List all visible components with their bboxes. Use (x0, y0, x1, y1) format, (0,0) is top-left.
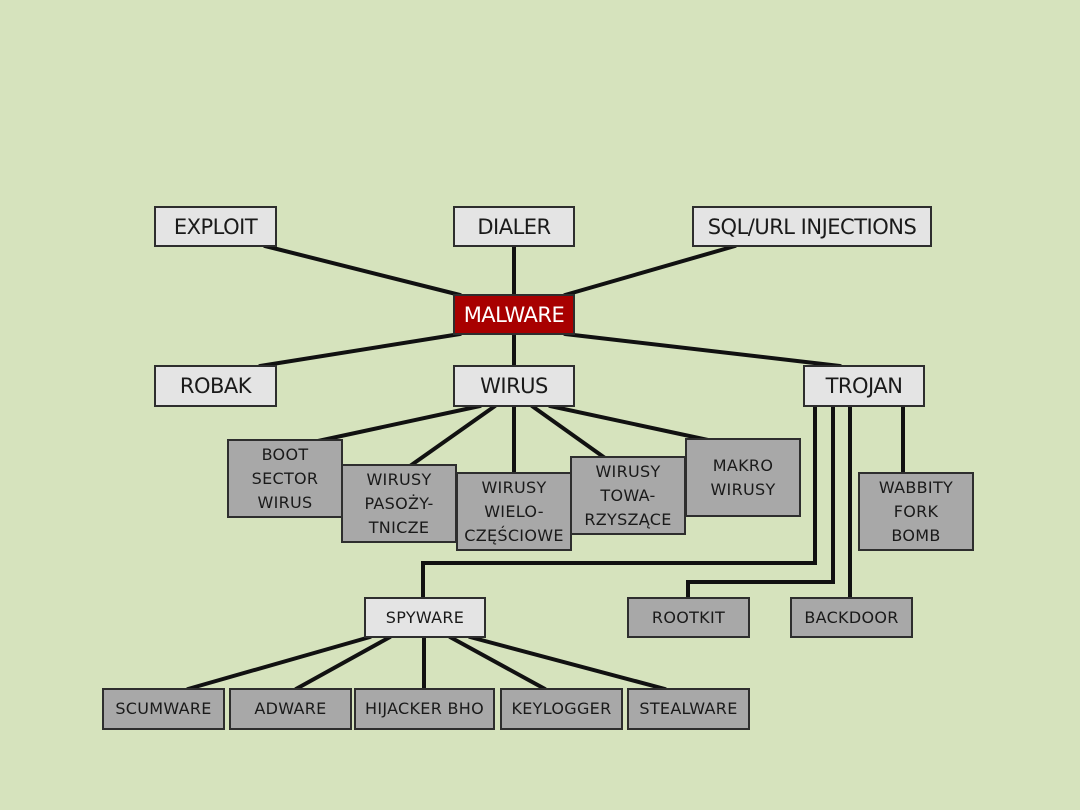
node-label: KEYLOGGER (511, 699, 612, 718)
node-label: WABBITY FORK BOMB (878, 477, 954, 545)
node-wabbity-fork-bomb: WABBITY FORK BOMB (858, 472, 974, 551)
node-label: MALWARE (463, 302, 565, 327)
node-wirusy-pasozytnicze: WIRUSY PASOŻY- TNICZE (341, 464, 457, 543)
node-label: ROBAK (179, 374, 252, 398)
node-adware: ADWARE (229, 688, 352, 730)
edge-spyware-scumware (186, 635, 372, 691)
node-label: WIRUSY WIELO- CZĘŚCIOWE (464, 477, 564, 545)
node-label: STEALWARE (639, 699, 738, 718)
node-label: ADWARE (254, 699, 327, 718)
node-label: BACKDOOR (804, 607, 899, 627)
node-label: MAKRO WIRUSY (710, 455, 776, 499)
edge-spyware-stealware (468, 635, 667, 691)
node-exploit: EXPLOIT (154, 206, 277, 247)
edge-trojan-spyware (421, 404, 817, 600)
edge-malware-trojan (563, 332, 842, 368)
node-label: SPYWARE (385, 607, 465, 627)
node-scumware: SCUMWARE (102, 688, 225, 730)
node-label: WIRUSY PASOŻY- TNICZE (364, 469, 434, 537)
node-label: WIRUSY TOWA- RZYSZĄCE (584, 461, 672, 529)
edge-malware-exploit (263, 244, 462, 297)
edge-spyware-adware (294, 635, 392, 691)
node-sql-url-injections: SQL/URL INJECTIONS (692, 206, 932, 247)
edge-spyware-keylogger (448, 635, 547, 691)
node-robak: ROBAK (154, 365, 277, 407)
node-label: EXPLOIT (173, 214, 258, 239)
node-label: SCUMWARE (115, 699, 212, 718)
edge-wirus-pasozytnicze (408, 404, 497, 468)
node-makro-wirusy: MAKRO WIRUSY (685, 438, 801, 517)
node-label: WIRUS (480, 374, 548, 398)
edge-wirus-boot (316, 404, 482, 443)
edge-trojan-rootkit (686, 404, 835, 600)
node-rootkit: ROOTKIT (627, 597, 750, 638)
node-backdoor: BACKDOOR (790, 597, 913, 638)
node-hijacker-bho: HIJACKER BHO (354, 688, 495, 730)
node-trojan: TROJAN (803, 365, 925, 407)
node-label: DIALER (477, 214, 551, 239)
node-boot-sector-wirus: BOOT SECTOR WIRUS (227, 439, 343, 518)
node-label: ROOTKIT (651, 607, 726, 627)
edge-wirus-towarzyszace (530, 404, 607, 460)
node-spyware: SPYWARE (364, 597, 486, 638)
node-dialer: DIALER (453, 206, 575, 247)
node-wirusy-wieloczesciowe: WIRUSY WIELO- CZĘŚCIOWE (456, 472, 572, 551)
edge-malware-robak (258, 332, 462, 368)
node-keylogger: KEYLOGGER (500, 688, 623, 730)
edge-wirus-makro (548, 404, 710, 442)
node-label: TROJAN (825, 374, 903, 398)
node-label: HIJACKER BHO (364, 699, 485, 718)
node-wirusy-towarzyszace: WIRUSY TOWA- RZYSZĄCE (570, 456, 686, 535)
node-label: SQL/URL INJECTIONS (707, 214, 917, 239)
node-stealware: STEALWARE (627, 688, 750, 730)
node-wirus: WIRUS (453, 365, 575, 407)
edge-malware-sql (563, 244, 737, 297)
node-malware: MALWARE (453, 294, 575, 335)
node-label: BOOT SECTOR WIRUS (251, 444, 319, 512)
